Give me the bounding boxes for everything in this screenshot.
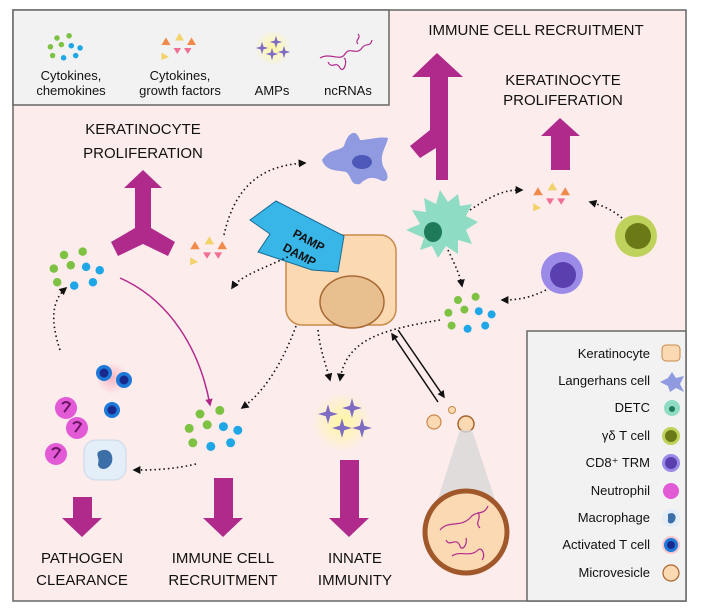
keratinocyte-icon bbox=[661, 344, 681, 362]
legend-label-cytokines-chemokines-1: Cytokines, bbox=[41, 68, 102, 83]
legend-item-gd-t-cell: γδ T cell bbox=[602, 427, 680, 445]
cell-legend: Keratinocyte Langerhans cell DETC γδ T c… bbox=[526, 330, 687, 602]
magenta-curve-arrow bbox=[119, 277, 213, 407]
keratinocyte-proliferation-right-arrow bbox=[541, 118, 580, 170]
exchange-arrows bbox=[391, 329, 445, 403]
immune-recruitment-up-arrow bbox=[410, 53, 463, 180]
legend-label: Macrophage bbox=[578, 510, 650, 525]
legend-item-cd8-trm: CD8⁺ TRM bbox=[586, 454, 680, 472]
microvesicles bbox=[422, 406, 510, 576]
cd8-trm-cell bbox=[541, 252, 583, 294]
pathogen-clearance-arrow bbox=[62, 497, 102, 537]
microvesicle-icon bbox=[662, 564, 680, 582]
innate-immunity-label-2: IMMUNITY bbox=[318, 572, 392, 589]
neutrophil-icon bbox=[663, 483, 679, 499]
legend-item-macrophage: Macrophage bbox=[578, 509, 680, 527]
legend-label-cytokines-chemokines-2: chemokines bbox=[36, 83, 106, 98]
legend-item-activated-t-cell: Activated T cell bbox=[562, 536, 680, 554]
detc-cell bbox=[406, 190, 478, 258]
top-legend: Cytokines, chemokines Cytokines, growth … bbox=[12, 9, 390, 106]
immune-cell-recruitment-top-label: IMMUNE CELL RECRUITMENT bbox=[428, 22, 643, 39]
detc-icon bbox=[664, 400, 680, 416]
legend-item-keratinocyte: Keratinocyte bbox=[578, 344, 681, 362]
keratinocyte-proliferation-right-label-1: KERATINOCYTE bbox=[505, 72, 621, 89]
legend-label: Microvesicle bbox=[578, 565, 650, 580]
legend-label: Activated T cell bbox=[562, 537, 650, 552]
legend-label: γδ T cell bbox=[602, 428, 650, 443]
legend-label: Langerhans cell bbox=[558, 373, 650, 388]
macrophage-icon bbox=[662, 509, 680, 527]
pamp-damp-badge: PAMP DAMP bbox=[249, 200, 345, 273]
keratinocyte-proliferation-left-label-1: KERATINOCYTE bbox=[85, 121, 201, 138]
immune-recruitment-bottom-label-2: RECRUITMENT bbox=[168, 572, 277, 589]
amps-cluster bbox=[312, 392, 372, 452]
keratinocyte-proliferation-right-label-2: PROLIFERATION bbox=[503, 92, 623, 109]
immune-recruitment-bottom-label-1: IMMUNE CELL bbox=[172, 550, 275, 567]
amps-icon bbox=[255, 30, 291, 66]
cd8-trm-icon bbox=[662, 454, 680, 472]
ncrnas-icon bbox=[319, 33, 373, 70]
langerhans-cell bbox=[322, 132, 388, 185]
legend-label: DETC bbox=[615, 400, 650, 415]
innate-immunity-label-1: INNATE bbox=[328, 550, 382, 567]
gamma-delta-t-cell-icon bbox=[662, 427, 680, 445]
legend-label-growth-factors-1: Cytokines, bbox=[150, 68, 211, 83]
immune-recruitment-bottom-arrow bbox=[203, 478, 243, 537]
keratinocyte-proliferation-left-label-2: PROLIFERATION bbox=[83, 145, 203, 162]
immune-cells-cluster bbox=[45, 362, 132, 481]
gamma-delta-t-cell bbox=[615, 215, 657, 257]
innate-immunity-arrow bbox=[329, 460, 369, 537]
legend-item-neutrophil: Neutrophil bbox=[591, 483, 679, 499]
legend-item-microvesicle: Microvesicle bbox=[578, 564, 680, 582]
legend-label-amps: AMPs bbox=[255, 83, 290, 98]
langerhans-cell-icon bbox=[660, 372, 684, 392]
pathogen-clearance-label-1: PATHOGEN bbox=[41, 550, 123, 567]
keratinocyte-proliferation-left-arrow bbox=[111, 170, 175, 256]
activated-t-cell-icon bbox=[662, 536, 680, 554]
legend-label: Keratinocyte bbox=[578, 346, 650, 361]
legend-label-ncrnas: ncRNAs bbox=[324, 83, 372, 98]
dotted-arrows bbox=[52, 159, 623, 474]
legend-label-growth-factors-2: growth factors bbox=[139, 83, 221, 98]
legend-item-detc: DETC bbox=[615, 400, 680, 416]
legend-label: Neutrophil bbox=[591, 483, 650, 498]
legend-item-langerhans: Langerhans cell bbox=[558, 372, 684, 392]
legend-label: CD8⁺ TRM bbox=[586, 455, 650, 470]
pathogen-clearance-label-2: CLEARANCE bbox=[36, 572, 128, 589]
